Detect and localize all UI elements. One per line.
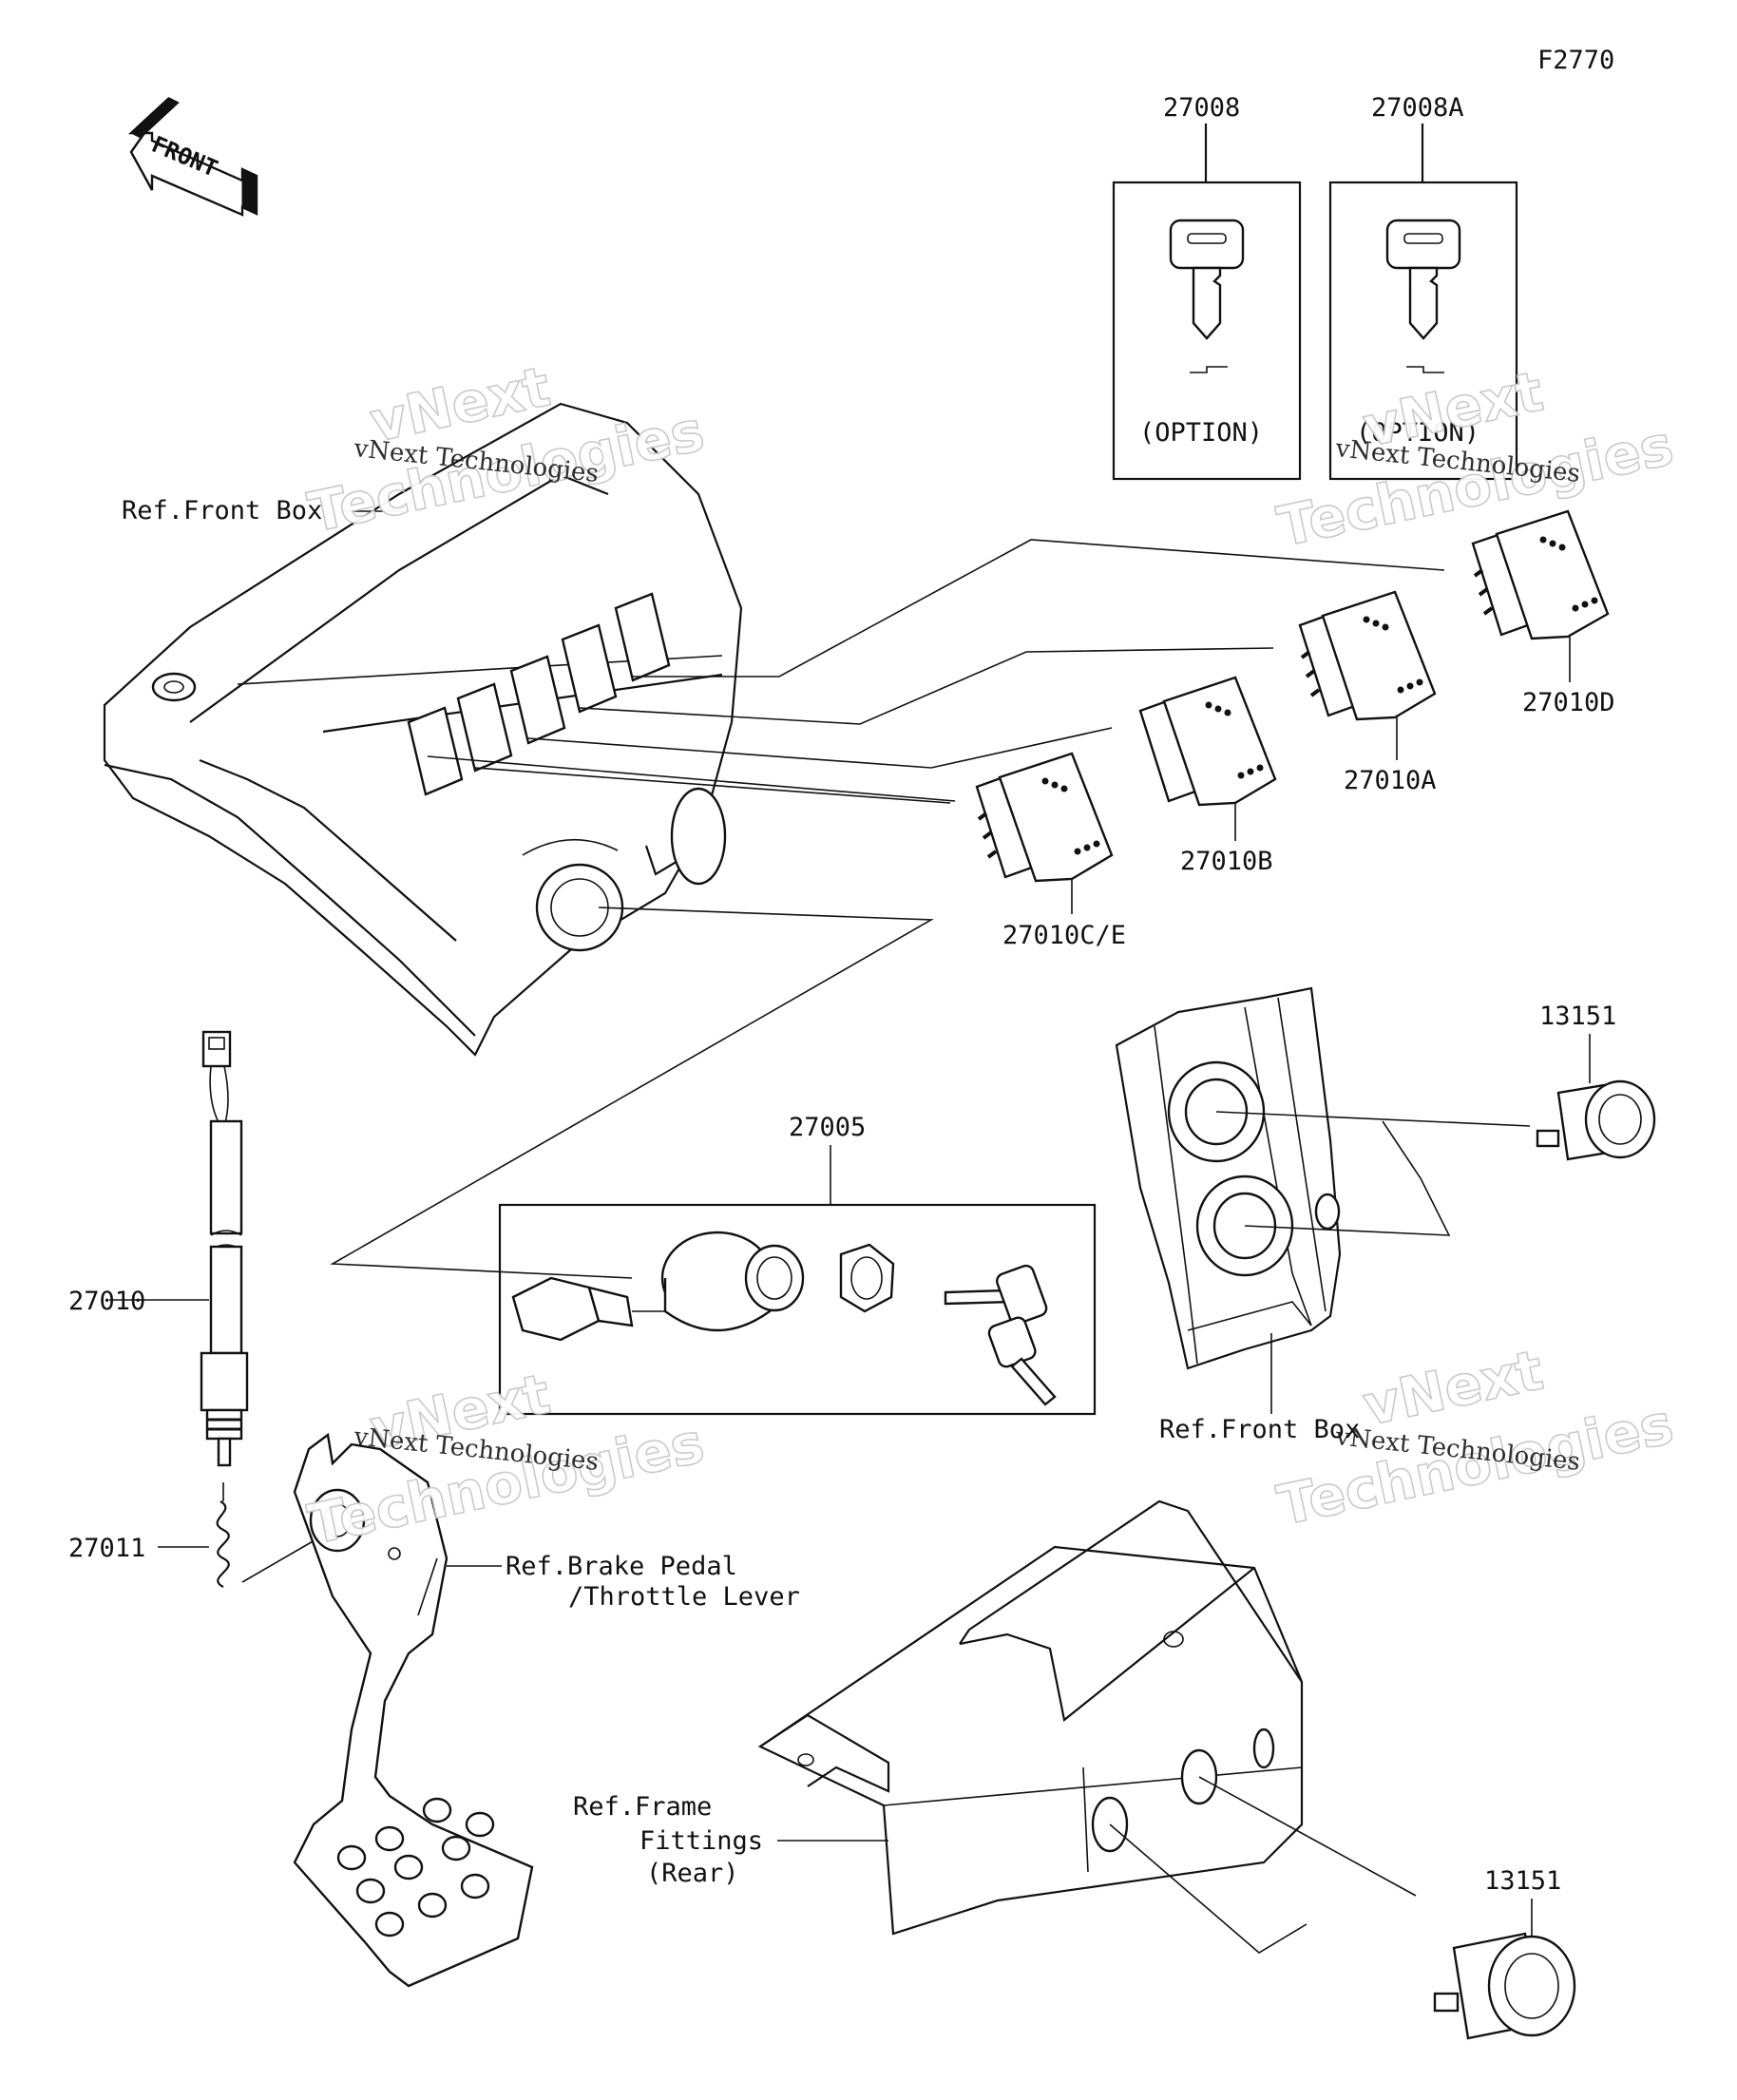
switch-slot [407, 706, 464, 796]
key-27008a-box: 27008A (OPTION) [1328, 93, 1518, 481]
option-label-27008a: (OPTION) [1356, 418, 1479, 448]
rocker-switch-27010b: 27010B [1138, 676, 1277, 876]
option-label-27008: (OPTION) [1139, 418, 1263, 448]
pedal-pad [336, 1797, 495, 1938]
rocker-switch-27010a: 27010A [1298, 590, 1437, 795]
brake-pedal [293, 1432, 534, 1988]
part-label-13151-upper: 13151 [1539, 1002, 1616, 1031]
brake-switch-27010: 27010 [68, 1030, 249, 1467]
part-label-27010d: 27010D [1522, 688, 1615, 717]
part-label-27010: 27010 [68, 1287, 145, 1316]
part-label-27005: 27005 [789, 1113, 866, 1142]
switch-slot [614, 592, 671, 682]
ignition-switch-kit-27005: 27005 [498, 1113, 1097, 1416]
key-cut-symbol [1190, 366, 1228, 373]
key-27008-box: 27008 (OPTION) [1112, 93, 1302, 481]
ignition-switch-body [660, 1231, 805, 1332]
ignition-knob-icon [522, 787, 727, 952]
figure-code: F2770 [1537, 46, 1614, 75]
power-socket-13151-upper: 13151 [1536, 1002, 1656, 1161]
part-label-13151-lower: 13151 [1484, 1866, 1561, 1896]
ref-frame-line2: Fittings [639, 1826, 763, 1856]
part-label-27010a: 27010A [1344, 766, 1437, 795]
front-arrow-icon: FRONT [127, 97, 258, 217]
rocker-switch-27010d: 27010D [1471, 509, 1615, 717]
hex-nut-icon [839, 1243, 895, 1313]
part-label-27010c-e: 27010C/E [1002, 921, 1126, 950]
part-label-27011: 27011 [68, 1534, 145, 1563]
spring-27011: 27011 [68, 1482, 334, 1588]
front-box-dashboard [103, 402, 743, 1057]
rocker-switch-27010c-e: 27010C/E [975, 752, 1126, 950]
ref-brake-pedal-line2: /Throttle Lever [568, 1582, 800, 1612]
ref-frame-line1: Ref.Frame [573, 1792, 712, 1822]
ignition-keys-icon [944, 1264, 1057, 1406]
ref-brake-pedal-line1: Ref.Brake Pedal [506, 1552, 737, 1581]
ref-front-box-upper: Ref.Front Box [122, 496, 322, 525]
key-icon [1169, 219, 1245, 340]
switch-slot [561, 623, 618, 714]
ref-frame-line3: (Rear) [646, 1859, 739, 1888]
switch-slot [456, 682, 513, 773]
key-cut-symbol [1406, 366, 1444, 373]
power-socket-13151-lower: 13151 [1433, 1866, 1576, 2040]
rear-frame-fittings [757, 1499, 1304, 1936]
switch-slot [509, 655, 566, 745]
watermark: vNext Technologies vNext Technologies vN… [302, 353, 1679, 1558]
ref-front-box-lower: Ref.Front Box [1159, 1415, 1360, 1444]
key-icon [1385, 219, 1461, 340]
part-label-27008a: 27008A [1371, 93, 1464, 123]
switch-leader-lines [330, 539, 1445, 1279]
part-label-27010b: 27010B [1180, 847, 1273, 876]
connector-icon [511, 1276, 665, 1342]
front-box-socket-panel [1115, 986, 1342, 1414]
part-label-27008: 27008 [1163, 93, 1240, 123]
